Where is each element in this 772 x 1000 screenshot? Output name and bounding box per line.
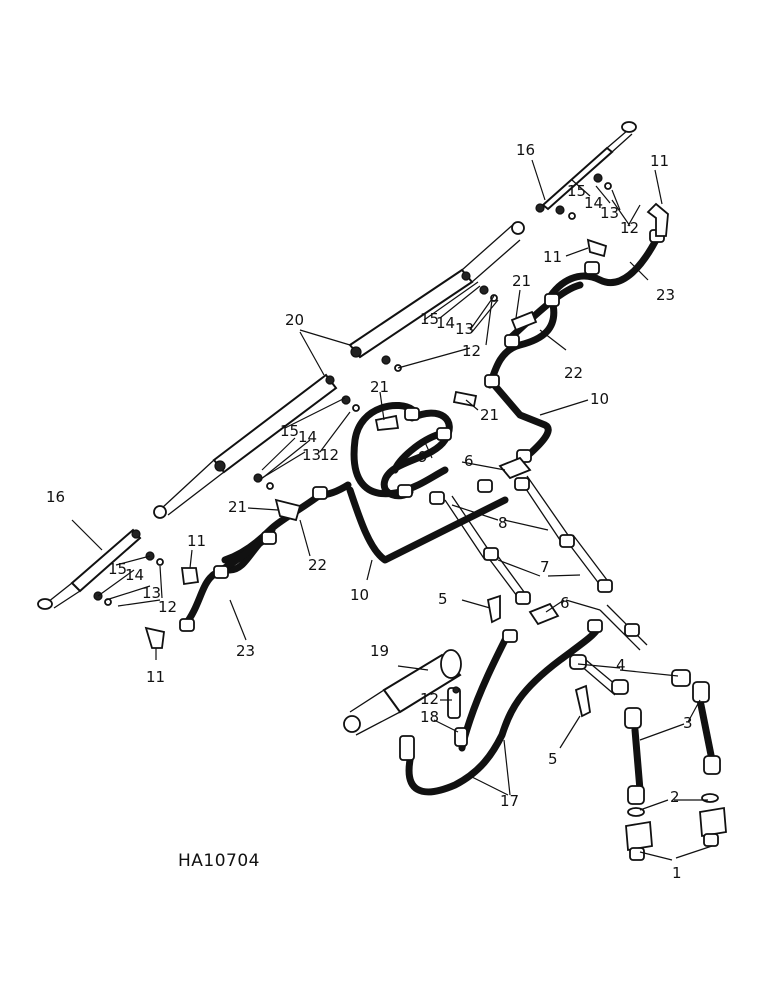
- callout-6-lower: 6: [560, 594, 570, 612]
- callout-9: 9: [418, 448, 428, 466]
- callout-14-upper: 14: [436, 314, 455, 332]
- callout-7: 7: [540, 558, 550, 576]
- callout-11-top-right: 11: [650, 152, 669, 170]
- callout-20: 20: [285, 311, 304, 329]
- clip-5-lower: [574, 684, 591, 718]
- callout-10-lower: 10: [350, 586, 369, 604]
- cylinder-16-left: [37, 528, 142, 610]
- clip-5-upper: [486, 594, 501, 624]
- callout-12-left: 12: [158, 598, 177, 616]
- coupler-1-right: [699, 806, 727, 847]
- callout-11-bottom-left: 11: [146, 668, 165, 686]
- cylinder-20-upper: [348, 221, 525, 359]
- callout-16-right: 16: [516, 141, 535, 159]
- callout-1: 1: [672, 864, 682, 882]
- callout-16-left: 16: [46, 488, 65, 506]
- drawing-code: HA10704: [178, 851, 260, 871]
- callout-3: 3: [683, 714, 693, 732]
- hose-23-right: [544, 236, 660, 304]
- hose-22-right: [486, 281, 584, 389]
- cylinder-20-lower: [153, 373, 338, 519]
- fittings: [144, 202, 721, 805]
- callout-15-right: 15: [567, 182, 586, 200]
- callout-10-upper: 10: [590, 390, 609, 408]
- leader-lines: [71, 159, 713, 861]
- callout-21-center: 21: [480, 406, 499, 424]
- callout-13-right: 13: [600, 204, 619, 222]
- cylinder-16-right: [535, 121, 637, 213]
- callout-15-left: 15: [108, 560, 127, 578]
- callout-11-right: 11: [543, 248, 562, 266]
- callout-19: 19: [370, 642, 389, 660]
- callout-12-lower: 12: [320, 446, 339, 464]
- callout-23-left: 23: [236, 642, 255, 660]
- callout-2: 2: [670, 788, 680, 806]
- callout-18: 18: [420, 708, 439, 726]
- hose-3: [631, 696, 716, 794]
- callout-21-left: 21: [228, 498, 247, 516]
- cylinder-19: [343, 649, 462, 736]
- coupler-1-left: [625, 820, 653, 861]
- hose-9-loop: [350, 401, 453, 500]
- callout-17: 17: [500, 792, 519, 810]
- callout-8: 8: [498, 514, 508, 532]
- hose-22-left: [221, 481, 352, 564]
- callout-12-upper: 12: [462, 342, 481, 360]
- callout-22-left: 22: [308, 556, 327, 574]
- callout-14-lower: 14: [298, 428, 317, 446]
- callout-6-upper: 6: [464, 452, 474, 470]
- callout-14-left: 14: [125, 566, 144, 584]
- callout-4: 4: [616, 656, 626, 674]
- callout-15-lower: 15: [280, 422, 299, 440]
- callout-13-lower: 13: [302, 446, 321, 464]
- callout-13-left: 13: [142, 584, 161, 602]
- callout-11-left: 11: [187, 532, 206, 550]
- callout-22-right: 22: [564, 364, 583, 382]
- callout-12-right: 12: [620, 219, 639, 237]
- callout-5-upper: 5: [438, 590, 448, 608]
- callout-13-upper: 13: [455, 320, 474, 338]
- callouts: 16 11 15 14 13 12 11 21 23 20 15 14 13 1…: [46, 141, 693, 882]
- callout-12-cylinder: 12: [420, 690, 439, 708]
- callout-14-right: 14: [584, 194, 603, 212]
- callout-21-mid: 21: [370, 378, 389, 396]
- callout-15-upper: 15: [420, 310, 439, 328]
- callout-5-lower: 5: [548, 750, 558, 768]
- callout-23-right: 23: [656, 286, 675, 304]
- callout-21-right: 21: [512, 272, 531, 290]
- hose-10-lower: [346, 486, 509, 564]
